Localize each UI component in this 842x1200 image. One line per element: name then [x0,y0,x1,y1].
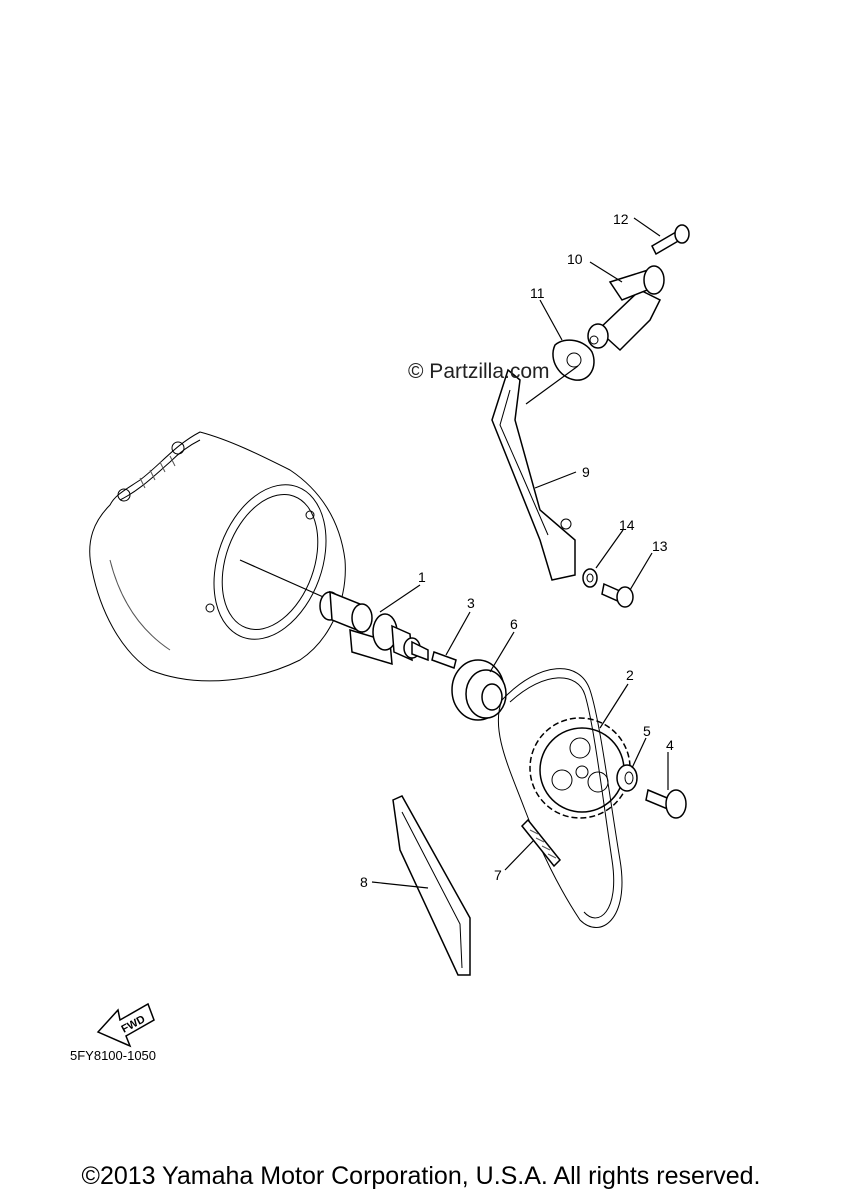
callout-7: 7 [494,867,502,883]
callout-9: 9 [582,464,590,480]
washer-part-5 [616,764,638,792]
callout-2: 2 [626,667,634,683]
callout-10: 10 [567,251,583,267]
collar-part-6 [451,659,507,721]
chain-guide-part-9 [491,368,576,581]
chain-tensioner-part-10 [587,265,665,352]
leader-lines [371,217,669,889]
copyright-notice: ©2013 Yamaha Motor Corporation, U.S.A. A… [81,1162,761,1190]
cam-chain-part-7 [497,668,623,928]
callout-13: 13 [652,538,668,554]
bolt-part-4 [645,788,687,819]
diagram-code: 5FY8100-1050 [70,1048,156,1063]
callout-5: 5 [643,723,651,739]
camshaft-part-1 [239,559,429,666]
dowel-pin-part-3 [431,651,457,669]
chain-guide-part-8 [392,795,471,976]
callout-6: 6 [510,616,518,632]
gasket-part-11 [552,339,595,381]
callout-labels: 1 2 3 4 5 6 7 8 9 10 11 12 13 14 [360,211,674,890]
washer-part-14 [582,568,598,588]
watermark-text: © Partzilla.com [408,360,550,383]
bolt-part-13 [601,582,634,608]
bolt-part-12 [651,224,690,256]
callout-14: 14 [619,517,635,533]
callout-1: 1 [418,569,426,585]
callout-11: 11 [530,285,545,301]
callout-3: 3 [467,595,475,611]
cam-sprocket-part-2 [529,717,631,819]
callout-4: 4 [666,737,674,753]
callout-8: 8 [360,874,368,890]
fwd-arrow-icon: FWD [96,1002,155,1048]
callout-12: 12 [613,211,629,227]
cylinder-head [89,431,346,682]
